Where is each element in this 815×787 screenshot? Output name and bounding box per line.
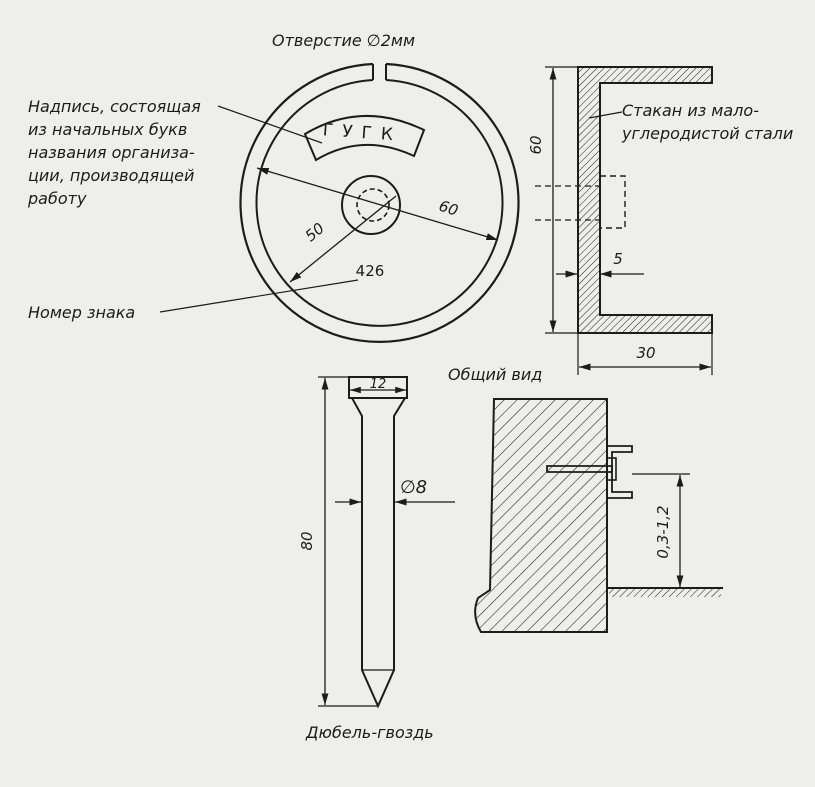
cup-height-dim: 60 — [527, 135, 545, 154]
plate-outer-circle — [239, 62, 520, 343]
cup-label-2: углеродистой стали — [621, 124, 793, 143]
installed-nail — [546, 465, 613, 473]
general-view: 0,3-1,2 — [474, 398, 723, 633]
nail-diameter-dim: ∅8 — [400, 477, 427, 498]
dowel-nail: 12 ∅8 80 Дюбель-гвоздь — [298, 376, 455, 742]
ground-hatch — [609, 589, 721, 597]
installed-cup — [606, 445, 633, 499]
cup-hole-dashed — [599, 175, 626, 229]
plate-number: 426 — [356, 262, 385, 280]
cup-wall-dim: 5 — [613, 250, 623, 268]
plate-inner-circle — [255, 79, 504, 327]
cup-label-1: Стакан из мало- — [622, 101, 759, 120]
inscription-line-1: Надпись, состоящая — [28, 97, 201, 116]
general-view-label: Общий вид — [448, 365, 542, 384]
inscription-line-4: ции, производящей — [28, 166, 194, 185]
inscription-box — [303, 115, 426, 162]
inscription-line-3: названия организа- — [28, 143, 195, 162]
sign-plate: ГУГК 426 — [239, 62, 520, 343]
inscription-callout: Надпись, состоящая из начальных букв наз… — [27, 97, 323, 208]
central-boss — [341, 175, 401, 235]
height-range-dim: 0,3-1,2 — [654, 505, 672, 558]
sign-number-callout: Номер знака — [28, 279, 359, 322]
sign-number-label: Номер знака — [28, 303, 135, 322]
hole-label: Отверстие ∅2мм — [272, 31, 415, 50]
head-dim: 12 — [370, 377, 387, 392]
nail-length-dim: 80 — [298, 531, 316, 550]
wall-section — [474, 398, 608, 633]
cup-width-dim: 30 — [636, 344, 655, 362]
cup-section: 60 5 30 Стакан из мало- углеродистой ста… — [527, 66, 793, 375]
cup-profile — [577, 66, 713, 334]
nail-shank — [350, 397, 407, 709]
dim-60: 60 — [437, 197, 461, 220]
plate-text: ГУГК — [322, 120, 402, 145]
inscription-line-2: из начальных букв — [28, 120, 187, 139]
inscription-line-5: работу — [27, 189, 87, 208]
nail-label: Дюбель-гвоздь — [305, 723, 434, 742]
dim-50: 50 — [302, 219, 328, 245]
